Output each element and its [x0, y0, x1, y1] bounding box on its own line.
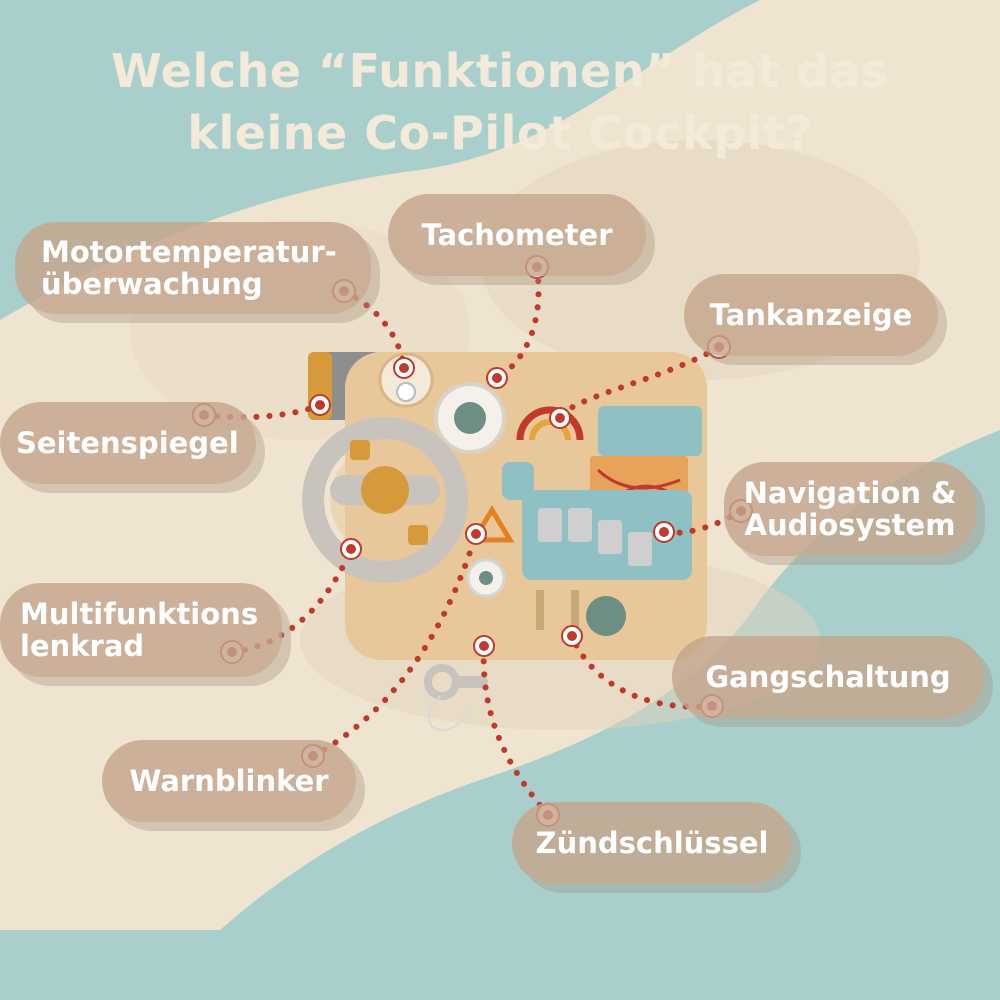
label-warnblinker: Warnblinker: [102, 740, 356, 822]
label-warnblinker-text: Warnblinker: [129, 764, 329, 798]
teal-button: [502, 462, 534, 500]
label-navigation-line-1: Navigation &: [743, 476, 957, 510]
audio-panel: [598, 406, 702, 456]
label-zuendschluessel-text: Zündschlüssel: [535, 826, 769, 860]
label-zuendschluessel: Zündschlüssel: [512, 802, 792, 884]
gear-knob: [586, 596, 626, 636]
label-lenkrad-line-2: lenkrad: [20, 629, 145, 663]
label-tachometer: Tachometer: [388, 194, 646, 276]
label-gangschaltung: Gangschaltung: [672, 636, 984, 718]
label-tankanzeige-text: Tankanzeige: [709, 298, 913, 332]
label-motortemperatur: Motortemperatur- überwachung: [15, 222, 371, 314]
label-navigation-line-2: Audiosystem: [744, 508, 956, 542]
headline: Welche “Funktionen” hat das kleine Co-Pi…: [0, 40, 1000, 164]
label-seitenspiegel-text: Seitenspiegel: [16, 426, 239, 460]
label-seitenspiegel: Seitenspiegel: [0, 402, 256, 484]
headline-line-2: kleine Co-Pilot Cockpit?: [187, 106, 813, 160]
headline-line-1: Welche “Funktionen” hat das: [111, 44, 889, 98]
label-lenkrad: Multifunktions lenkrad: [0, 583, 282, 677]
label-motortemperatur-line-1: Motortemperatur-: [41, 235, 337, 269]
label-motortemperatur-line-2: überwachung: [41, 267, 263, 301]
label-gangschaltung-text: Gangschaltung: [705, 660, 951, 694]
label-lenkrad-line-1: Multifunktions: [20, 597, 259, 631]
label-tachometer-text: Tachometer: [421, 218, 613, 252]
label-navigation: Navigation & Audiosystem: [724, 462, 976, 556]
label-tankanzeige: Tankanzeige: [684, 274, 938, 356]
gear-track: [536, 590, 579, 630]
